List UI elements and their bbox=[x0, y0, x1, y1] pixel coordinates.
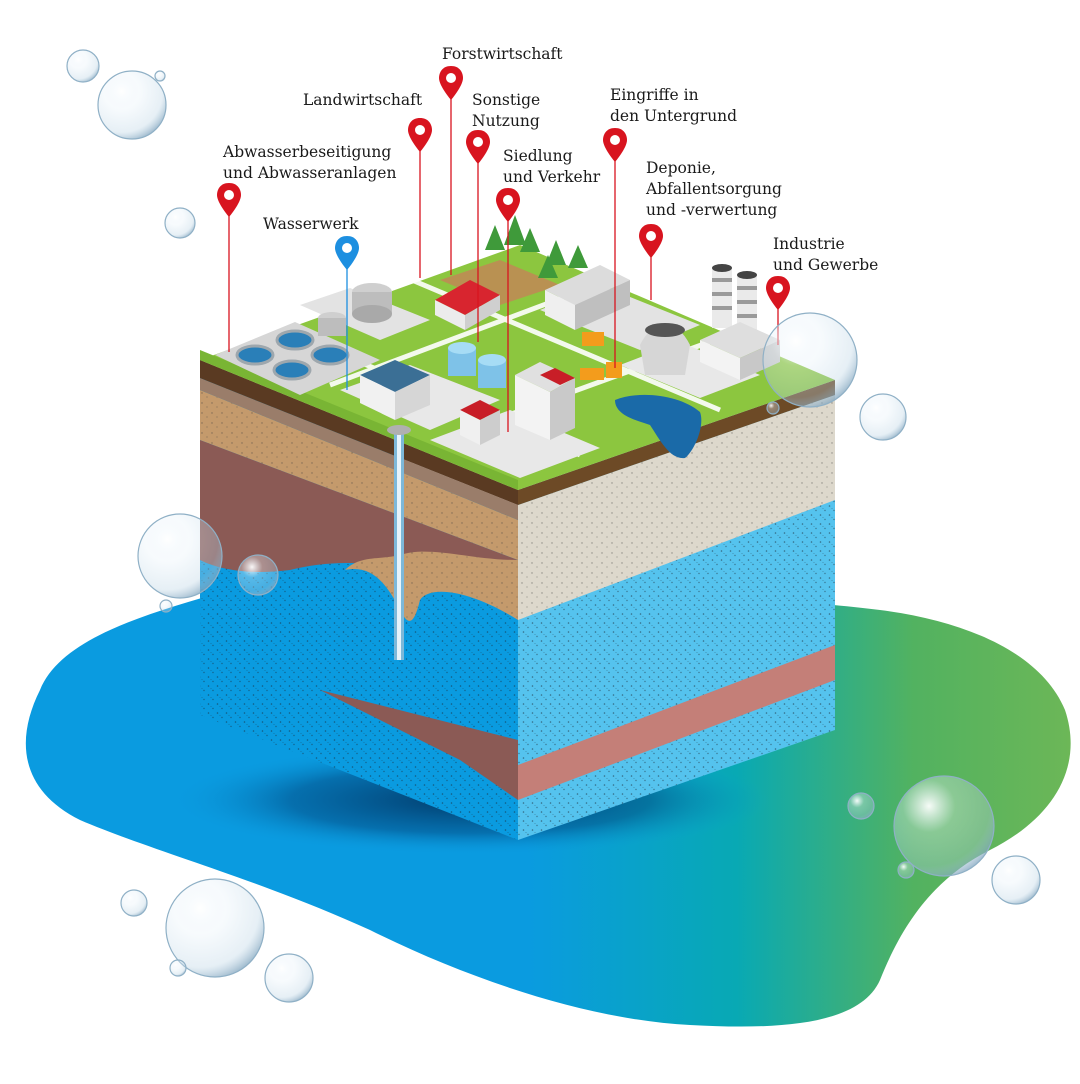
location-pin-icon bbox=[408, 118, 432, 152]
location-pin-icon bbox=[335, 236, 359, 270]
label-abwasser-line2: und Abwasseranlagen bbox=[223, 164, 397, 182]
label-sonstige-line2: Nutzung bbox=[472, 112, 540, 130]
label-abwasser-line1: Abwasserbeseitigung bbox=[223, 143, 392, 161]
label-sonstige-line1: Sonstige bbox=[472, 91, 541, 109]
water-bubble-icon bbox=[66, 49, 1041, 1003]
label-wasserwerk-line1: Wasserwerk bbox=[263, 215, 359, 233]
label-landwirtschaft: Landwirtschaft bbox=[303, 90, 422, 111]
label-siedlung-line2: und Verkehr bbox=[503, 168, 601, 186]
label-eingriffe-line1: Eingriffe in bbox=[610, 86, 699, 104]
label-eingriffe-line2: den Untergrund bbox=[610, 107, 738, 125]
label-industrie-line1: Industrie bbox=[773, 235, 845, 253]
cube-left-face bbox=[200, 360, 518, 840]
label-industrie-line2: und Gewerbe bbox=[773, 256, 879, 274]
label-forstwirtschaft: Forstwirtschaft bbox=[442, 44, 563, 65]
location-pin-icon bbox=[496, 188, 520, 222]
label-siedlung: Siedlung und Verkehr bbox=[503, 146, 600, 188]
sewage-tanks bbox=[235, 329, 350, 381]
label-deponie-line1: Deponie, bbox=[646, 159, 716, 177]
label-eingriffe: Eingriffe in den Untergrund bbox=[610, 85, 737, 127]
label-industrie: Industrie und Gewerbe bbox=[773, 234, 878, 276]
well-shaft bbox=[387, 425, 411, 660]
cube-right-face bbox=[518, 380, 835, 840]
landfill-pond bbox=[615, 394, 702, 459]
forest-trees bbox=[485, 215, 588, 278]
label-landwirtschaft-line1: Landwirtschaft bbox=[303, 91, 423, 109]
location-pin-icon bbox=[766, 276, 790, 310]
label-sonstige-nutzung: Sonstige Nutzung bbox=[472, 90, 540, 132]
label-forstwirtschaft-line1: Forstwirtschaft bbox=[442, 45, 563, 63]
buildings bbox=[318, 264, 780, 445]
label-wasserwerk: Wasserwerk bbox=[263, 214, 359, 235]
label-deponie: Deponie, Abfallentsorgung und -verwertun… bbox=[646, 158, 782, 221]
location-pin-icon bbox=[603, 128, 627, 162]
pin-leader-lines bbox=[228, 85, 779, 432]
label-siedlung-line1: Siedlung bbox=[503, 147, 573, 165]
location-pin-icon bbox=[439, 66, 463, 100]
location-pin-icon bbox=[217, 183, 241, 217]
label-deponie-line2: Abfallentsorgung bbox=[646, 180, 782, 198]
label-deponie-line3: und -verwertung bbox=[646, 201, 778, 219]
location-pin-icon bbox=[466, 130, 490, 164]
location-pin-icon bbox=[639, 224, 663, 258]
label-abwasser: Abwasserbeseitigung und Abwasseranlagen bbox=[223, 142, 396, 184]
